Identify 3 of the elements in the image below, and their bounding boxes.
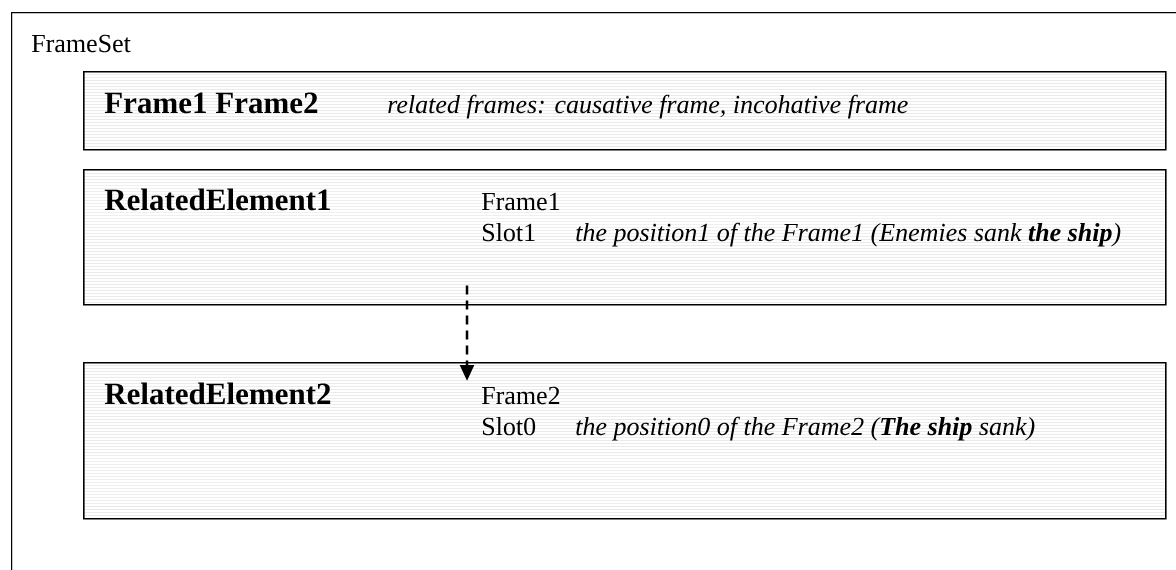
element-box: RelatedElement2 Frame2 Slot0 the position0 of the Frame2 (The ship sank) [83,362,1167,520]
frame-box: Frame1 Frame2 related frames: causative frame, incohative frame [83,71,1167,151]
element-box: RelatedElement1 Frame1 Slot1 the position1 of the Frame1 (Enemies sank the ship) [83,169,1167,306]
